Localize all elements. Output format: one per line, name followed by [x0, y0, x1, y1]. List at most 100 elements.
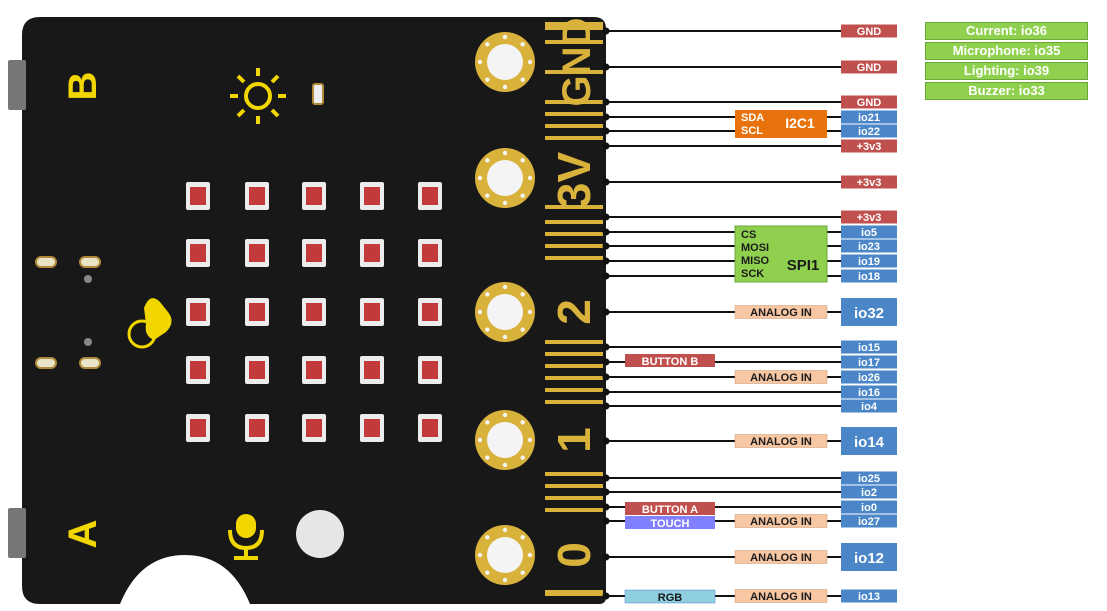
spi-cs-label: CS: [741, 229, 756, 241]
analog-in-tag: ANALOG IN: [734, 550, 828, 564]
led: [245, 298, 269, 326]
led: [302, 298, 326, 326]
light-sensor-chip: [312, 83, 324, 105]
pin-labels: GNDGNDGNDio21io22+3v3+3v3+3v3io5io23io19…: [841, 24, 897, 603]
microphone-icon: [228, 514, 264, 560]
led: [302, 414, 326, 442]
pin-node: [602, 242, 610, 250]
i2c-title: I2C1: [785, 115, 815, 131]
side-connector-bottom: [8, 508, 26, 558]
edge-label-gnd: GND: [555, 18, 599, 107]
led: [360, 298, 384, 326]
svg-text:GND: GND: [857, 62, 882, 74]
led: [302, 356, 326, 384]
edge-label-1: 1: [548, 427, 600, 453]
pin-label: io19: [841, 254, 897, 268]
i2c-scl-label: SCL: [741, 125, 763, 137]
pin-node: [602, 402, 610, 410]
led: [360, 182, 384, 210]
pin-label: GND: [841, 24, 897, 38]
pin-node: [602, 142, 610, 150]
pin-node: [602, 127, 610, 135]
spi-mosi-label: MOSI: [741, 242, 769, 254]
button-b-tag: BUTTON B: [625, 354, 715, 368]
legend-item-microphone: Microphone: io35: [925, 42, 1088, 60]
svg-text:io4: io4: [861, 401, 878, 413]
svg-text:io21: io21: [858, 112, 880, 124]
led: [186, 356, 210, 384]
analog-in-tag: ANALOG IN: [734, 589, 828, 603]
led: [245, 182, 269, 210]
pin-node: [602, 388, 610, 396]
led: [418, 298, 442, 326]
pin-node: [602, 488, 610, 496]
pin-label: io13: [841, 589, 897, 603]
svg-text:io32: io32: [854, 305, 884, 322]
svg-text:io12: io12: [854, 550, 884, 567]
board-hole: [84, 338, 92, 346]
svg-text:io16: io16: [858, 387, 880, 399]
pin-label: +3v3: [841, 139, 897, 153]
pin-label: io21: [841, 110, 897, 124]
pin-label: io4: [841, 399, 897, 413]
button-a-tag: BUTTON A: [625, 502, 715, 516]
light-sensor-icon: [230, 68, 286, 124]
pin-label: GND: [841, 60, 897, 74]
pin-node: [602, 437, 610, 445]
svg-text:io15: io15: [858, 342, 880, 354]
button-b-label: B: [61, 72, 105, 101]
spi-sck-label: SCK: [741, 268, 764, 280]
pin-node: [602, 27, 610, 35]
svg-text:ANALOG IN: ANALOG IN: [750, 552, 812, 564]
analog-in-tag: ANALOG IN: [734, 305, 828, 319]
pin-node: [602, 517, 610, 525]
svg-text:io13: io13: [858, 591, 880, 603]
svg-text:io23: io23: [858, 241, 880, 253]
spi-miso-label: MISO: [741, 255, 770, 267]
pin-node: [602, 308, 610, 316]
pin-label: io14: [841, 427, 897, 455]
led: [302, 239, 326, 267]
pin-label: GND: [841, 95, 897, 109]
legend-item-lighting: Lighting: io39: [925, 62, 1088, 80]
pin-label: io18: [841, 269, 897, 283]
pad-ring: [475, 525, 535, 585]
pin-label: io15: [841, 340, 897, 354]
legend-item-current: Current: io36: [925, 22, 1088, 40]
led: [360, 414, 384, 442]
led: [418, 356, 442, 384]
pin-label: io22: [841, 124, 897, 138]
analog-in-tag: ANALOG IN: [734, 370, 828, 384]
pin-label: io26: [841, 370, 897, 384]
pin-node: [602, 228, 610, 236]
svg-text:ANALOG IN: ANALOG IN: [750, 307, 812, 319]
pin-node: [602, 113, 610, 121]
led: [245, 239, 269, 267]
analog-in-tag: ANALOG IN: [734, 514, 828, 528]
pin-label: io5: [841, 225, 897, 239]
svg-text:+3v3: +3v3: [857, 177, 882, 189]
edge-labels: GND 3V 2 1 0: [548, 18, 600, 568]
led: [418, 182, 442, 210]
pin-node: [602, 272, 610, 280]
edge-label-3v: 3V: [548, 152, 600, 209]
svg-text:io22: io22: [858, 126, 880, 138]
pin-node: [602, 178, 610, 186]
side-pads: [35, 256, 101, 369]
svg-text:io27: io27: [858, 516, 880, 528]
led: [186, 414, 210, 442]
pin-node: [602, 257, 610, 265]
pin-node: [602, 503, 610, 511]
buzzer: [296, 510, 344, 558]
svg-text:BUTTON A: BUTTON A: [642, 504, 698, 516]
pin-node: [602, 474, 610, 482]
rgb-tag: RGB: [624, 589, 716, 604]
side-connector-top: [8, 60, 26, 110]
led: [245, 414, 269, 442]
board: GND 3V 2 1 0 B A: [8, 17, 606, 604]
svg-text:GND: GND: [857, 26, 882, 38]
touch-tag: TOUCH: [625, 516, 715, 530]
pin-label: io12: [841, 543, 897, 571]
spi-title: SPI1: [787, 257, 820, 274]
legend-item-buzzer: Buzzer: io33: [925, 82, 1088, 100]
